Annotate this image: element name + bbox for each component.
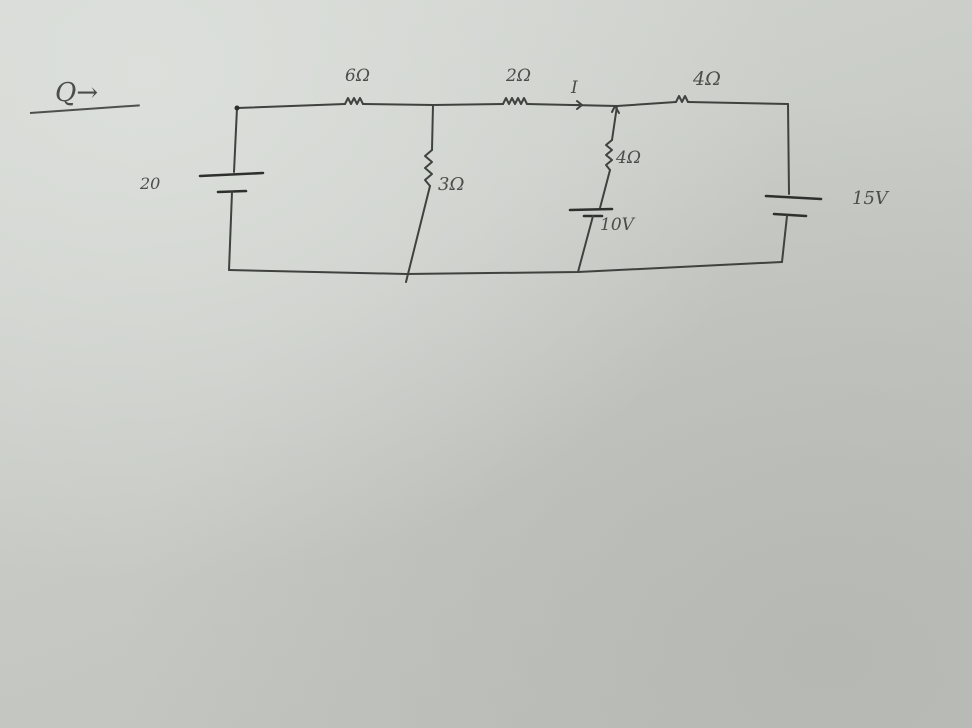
- resistor-3-symbol: [424, 149, 433, 187]
- resistor-3-label: 3Ω: [438, 174, 465, 195]
- wire-branch-upper: [611, 105, 618, 141]
- current-arrow-icon: [569, 100, 583, 110]
- wire-top-left: [236, 103, 346, 109]
- battery-right-short-plate: [772, 212, 808, 218]
- battery-middle-long-plate: [568, 207, 614, 212]
- branch-arrow-icon: [611, 105, 620, 114]
- resistor-6-symbol: [344, 97, 364, 105]
- wire-left-lower: [228, 191, 233, 271]
- wire-bottom: [228, 261, 783, 275]
- wire-branch-lower: [577, 215, 594, 273]
- wire-right-upper: [787, 103, 790, 195]
- junction-dot: [234, 105, 240, 111]
- resistor-4-branch-symbol: [605, 139, 613, 171]
- current-label: I: [571, 78, 578, 98]
- resistor-4-branch-label: 4Ω: [616, 148, 641, 168]
- wire-top-right: [616, 101, 677, 107]
- battery-middle-label: 10V: [600, 215, 634, 235]
- resistor-4-top-symbol: [675, 95, 689, 103]
- resistor-4-top-label: 4Ω: [693, 68, 721, 90]
- wire-branch-mid: [599, 169, 611, 209]
- wire-top-right-end: [687, 101, 789, 105]
- resistor-2-label: 2Ω: [506, 66, 531, 86]
- wire-3ohm-lower: [405, 185, 431, 283]
- battery-left-long-plate: [198, 171, 265, 178]
- question-label: Q→: [55, 78, 99, 108]
- battery-right-long-plate: [764, 194, 823, 201]
- battery-left-label: 20: [140, 174, 161, 193]
- battery-right-label: 15V: [852, 188, 888, 209]
- wire-right-lower: [781, 215, 788, 263]
- wire-left-upper: [233, 107, 238, 173]
- resistor-2-symbol: [502, 97, 528, 105]
- wire-3ohm-upper: [431, 104, 434, 151]
- resistor-6-label: 6Ω: [345, 66, 370, 86]
